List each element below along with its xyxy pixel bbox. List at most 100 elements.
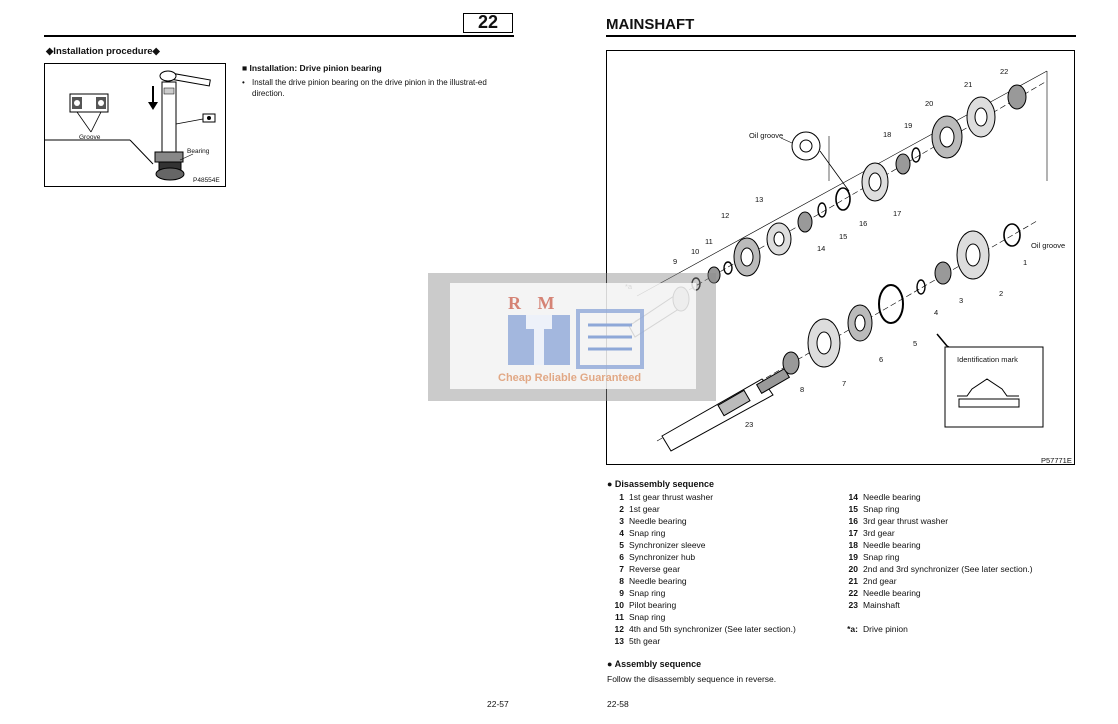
part-name: 1st gear thrust washer bbox=[629, 492, 714, 502]
watermark-logo-icon bbox=[508, 309, 644, 369]
part-name: Needle bearing bbox=[863, 588, 921, 598]
bearing-label: Bearing bbox=[187, 148, 210, 155]
callout-7: 7 bbox=[842, 379, 847, 388]
part-row: 19 Snap ring bbox=[834, 551, 1033, 563]
callout-11: 11 bbox=[705, 237, 713, 246]
header-rule-right bbox=[606, 35, 1076, 37]
assembly-sequence-heading: ● Assembly sequence bbox=[607, 659, 702, 669]
part-row: 2 1st gear bbox=[600, 503, 796, 515]
part-number: 11 bbox=[615, 612, 624, 622]
part-name: 4th and 5th synchronizer (See later sect… bbox=[629, 624, 796, 634]
watermark-brand: R M bbox=[508, 293, 561, 313]
part-row: 20 2nd and 3rd synchronizer (See later se… bbox=[834, 563, 1033, 575]
installation-instruction: • Install the drive pinion bearing on the… bbox=[242, 77, 514, 99]
part-name: Needle bearing bbox=[629, 576, 687, 586]
callout-23: 23 bbox=[745, 420, 754, 429]
callout-8: 8 bbox=[800, 385, 805, 394]
part-number: 9 bbox=[619, 588, 624, 598]
part-name: Needle bearing bbox=[863, 492, 921, 502]
installation-procedure-title: ◆Installation procedure◆ bbox=[46, 46, 160, 57]
watermark-tagline: Cheap Reliable Guaranteed bbox=[498, 372, 642, 384]
callout-18: 18 bbox=[883, 130, 892, 139]
bearing-installation-drawing bbox=[45, 70, 216, 181]
bearing-installation-figure: Groove Bearing P48554E bbox=[44, 63, 226, 187]
mainshaft-exploded-diagram: Oil groove Oil groove Identification mar… bbox=[606, 50, 1075, 465]
part-number: 2 bbox=[619, 504, 624, 514]
part-name: Snap ring bbox=[863, 504, 900, 514]
part-name: Needle bearing bbox=[863, 540, 921, 550]
callout-1: 1 bbox=[1023, 258, 1028, 267]
part-name: Snap ring bbox=[863, 552, 900, 562]
callout-19: 19 bbox=[904, 121, 913, 130]
part-row: 9 Snap ring bbox=[600, 587, 796, 599]
part-number: 22 bbox=[848, 588, 858, 598]
page-number-left: 22-57 bbox=[487, 699, 509, 709]
mainshaft bbox=[661, 367, 791, 452]
callout-20: 20 bbox=[925, 99, 934, 108]
part-row: 8 Needle bearing bbox=[600, 575, 796, 587]
part-number: 7 bbox=[619, 564, 624, 574]
figure-code-left: P48554E bbox=[193, 177, 220, 184]
part-number: 19 bbox=[848, 552, 858, 562]
callout-2: 2 bbox=[999, 289, 1004, 298]
part-number: 10 bbox=[614, 600, 624, 610]
identification-mark-label: Identification mark bbox=[957, 355, 1018, 364]
part-name: Synchronizer hub bbox=[629, 552, 696, 562]
page-number-right: 22-58 bbox=[607, 699, 629, 709]
part-name: Snap ring bbox=[629, 588, 666, 598]
part-number: 8 bbox=[619, 576, 624, 586]
bullet: • bbox=[242, 78, 245, 87]
header-rule-left bbox=[44, 35, 514, 37]
part-row: 16 3rd gear thrust washer bbox=[834, 515, 1033, 527]
mainshaft-drawing bbox=[626, 70, 1048, 452]
callout-21: 21 bbox=[964, 80, 973, 89]
part-name: Mainshaft bbox=[863, 600, 900, 610]
callout-17: 17 bbox=[893, 209, 902, 218]
callout-9: 9 bbox=[673, 257, 678, 266]
part-name: Drive pinion bbox=[863, 624, 908, 634]
callout-14: 14 bbox=[817, 244, 826, 253]
part-number: 23 bbox=[848, 600, 858, 610]
part-name: Synchronizer sleeve bbox=[629, 540, 706, 550]
callout-15: 15 bbox=[839, 232, 848, 241]
callout-22: 22 bbox=[1000, 67, 1009, 76]
part-number: 20 bbox=[848, 564, 858, 574]
part-row bbox=[834, 611, 1033, 623]
part-number: 17 bbox=[848, 528, 858, 538]
callout-5: 5 bbox=[913, 339, 918, 348]
part-row: 23 Mainshaft bbox=[834, 599, 1033, 611]
part-name: 2nd gear bbox=[863, 576, 897, 586]
part-name: Snap ring bbox=[629, 612, 666, 622]
instruction-text: Install the drive pinion bearing on the … bbox=[252, 78, 487, 98]
assembly-sequence-text: Follow the disassembly sequence in rever… bbox=[607, 674, 777, 684]
part-name: 2nd and 3rd synchronizer (See later sect… bbox=[863, 564, 1033, 574]
oil-groove-label-right: Oil groove bbox=[1031, 241, 1066, 250]
chapter-number-box: 22 bbox=[463, 13, 513, 33]
part-number: 16 bbox=[848, 516, 858, 526]
callout-10: 10 bbox=[691, 247, 700, 256]
callout-6: 6 bbox=[879, 355, 884, 364]
figure-code-right: P57771E bbox=[1041, 456, 1072, 465]
part-row: 5 Synchronizer sleeve bbox=[600, 539, 796, 551]
part-number: *a: bbox=[847, 624, 858, 634]
part-name: 1st gear bbox=[629, 504, 660, 514]
part-number: 5 bbox=[619, 540, 624, 550]
part-name: 3rd gear thrust washer bbox=[863, 516, 949, 526]
part-name: 5th gear bbox=[629, 636, 661, 646]
part-number: 4 bbox=[619, 528, 624, 538]
groove-label: Groove bbox=[79, 134, 101, 141]
callout-3: 3 bbox=[959, 296, 964, 305]
